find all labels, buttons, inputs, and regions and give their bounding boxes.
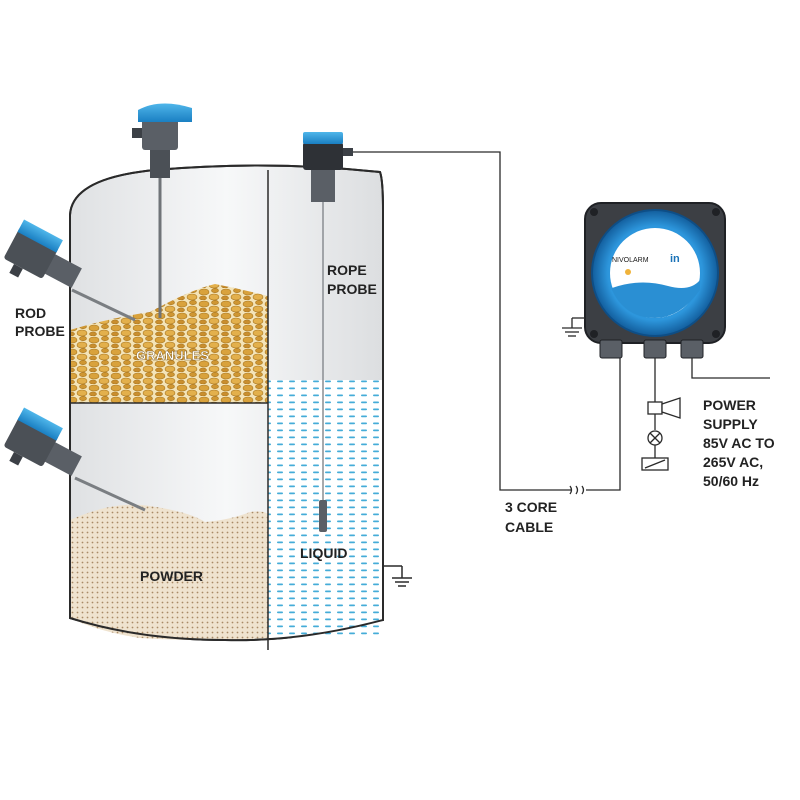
rope-probe-icon [303, 132, 353, 532]
nivolarm-device: NIVOLARM in [584, 202, 726, 359]
cable [353, 151, 621, 495]
cable-break-icon [569, 485, 585, 495]
svg-text:in: in [670, 253, 680, 265]
granules-fill [70, 284, 268, 403]
power-supply-line3: 85V AC TO [703, 435, 775, 451]
liquid-label: LIQUID [300, 545, 347, 561]
rope-probe-label-line2: PROBE [327, 281, 377, 297]
power-supply-line2: SUPPLY [703, 416, 758, 432]
lamp-icon [647, 430, 663, 446]
cable-label-line2: CABLE [505, 519, 553, 535]
power-supply-line4: 265V AC, [703, 454, 763, 470]
device-brand: NIVOLARM [612, 257, 649, 264]
alarm-circuit [641, 358, 681, 471]
relay-coil-icon [641, 457, 669, 471]
powder-label: POWDER [140, 568, 203, 584]
rope-probe-label-line1: ROPE [327, 262, 367, 278]
power-supply-line5: 50/60 Hz [703, 473, 759, 489]
ground-icon [383, 565, 412, 587]
power-line [691, 358, 770, 379]
rod-probe-lower-icon [4, 407, 146, 512]
rod-probe-label-line2: PROBE [15, 323, 65, 339]
cable-label-line1: 3 CORE [505, 499, 557, 515]
rod-probe-label-line1: ROD [15, 305, 46, 321]
horn-icon [647, 397, 681, 419]
granules-label: GRANULES [136, 348, 209, 363]
rod-probe-icon [132, 103, 192, 318]
tank [69, 164, 412, 650]
power-supply-line1: POWER [703, 397, 756, 413]
device-ground-icon [562, 317, 585, 337]
powder-fill [70, 504, 268, 640]
rod-probe-upper-icon [4, 219, 136, 322]
